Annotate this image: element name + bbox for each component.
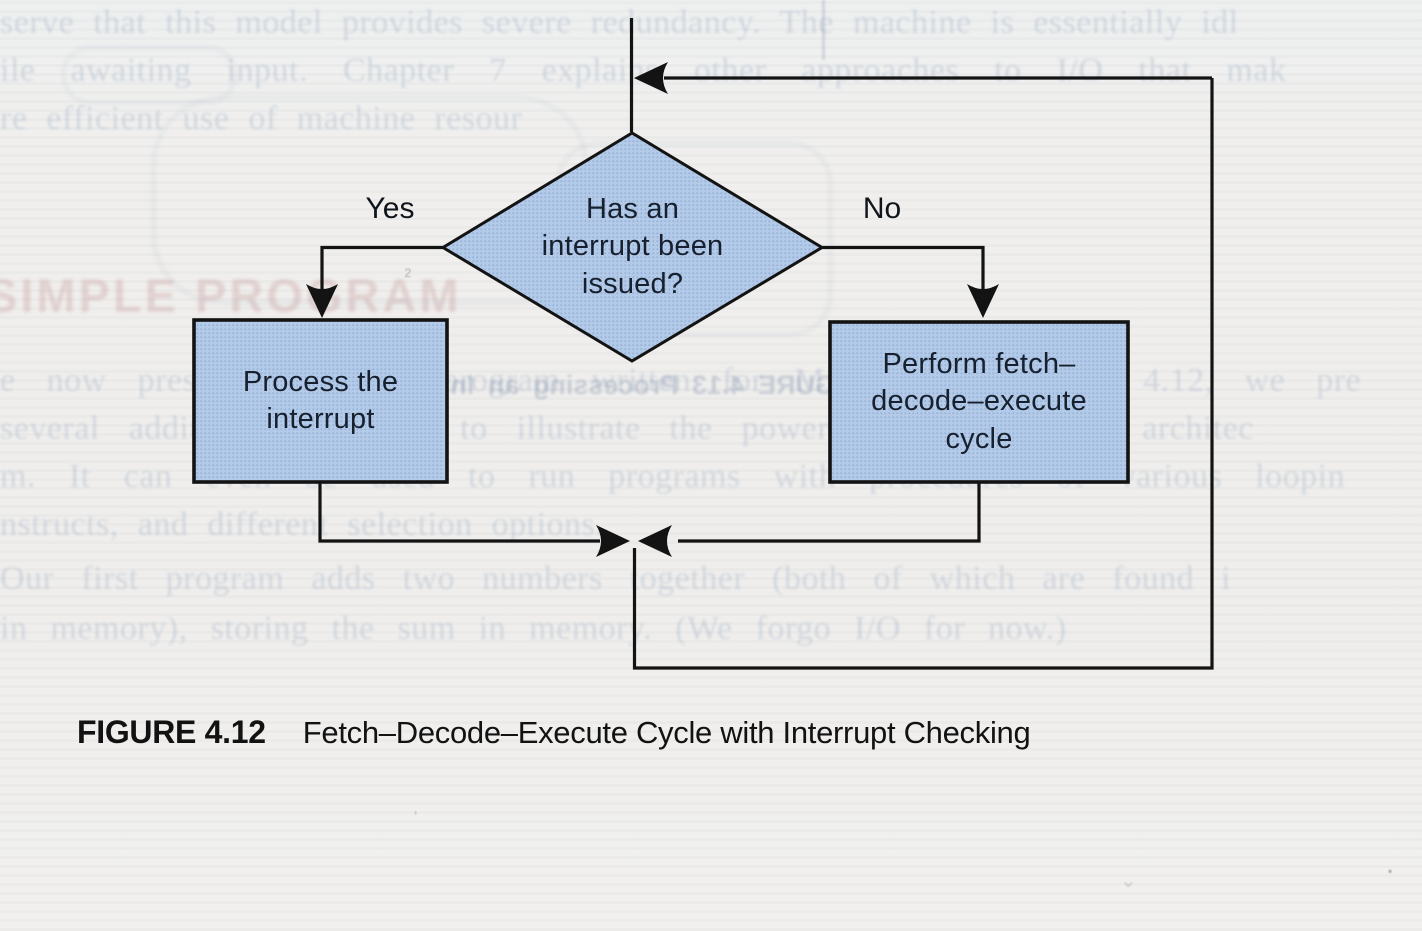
loop-right-bottom-line: [632, 78, 1214, 670]
arrowhead-left-loop: [634, 62, 668, 94]
arrowhead-left-merge: [638, 525, 672, 557]
arrowhead-right-merge: [596, 525, 630, 557]
yes-branch-line: [320, 245, 443, 292]
perform-box-label: Perform fetch– decode–execute cycle: [871, 348, 1087, 455]
process-box-label: Process the interrupt: [242, 365, 399, 435]
figure-caption-title: Fetch–Decode–Execute Cycle with Interrup…: [302, 715, 1031, 750]
decision-diamond-shape: [440, 131, 825, 363]
decision-diamond-label: Has an interrupt been issued?: [541, 193, 724, 300]
yes-branch-label: Yes: [365, 192, 415, 225]
no-branch-label: No: [862, 192, 902, 225]
flow-arrowheads: [306, 62, 999, 557]
no-branch-line: [822, 245, 985, 292]
process-to-merge-line: [318, 482, 600, 543]
figure-caption: FIGURE 4.12 Fetch–Decode–Execute Cycle w…: [77, 714, 1031, 751]
flow-connectors: [318, 18, 1214, 670]
perform-to-merge-line: [678, 482, 981, 543]
process-box-shape: [192, 318, 449, 484]
arrowhead-down-yes: [306, 284, 338, 318]
arrowhead-down-no: [967, 284, 999, 318]
figure-caption-number: FIGURE 4.12: [77, 714, 266, 750]
perform-box-shape: [828, 320, 1130, 484]
